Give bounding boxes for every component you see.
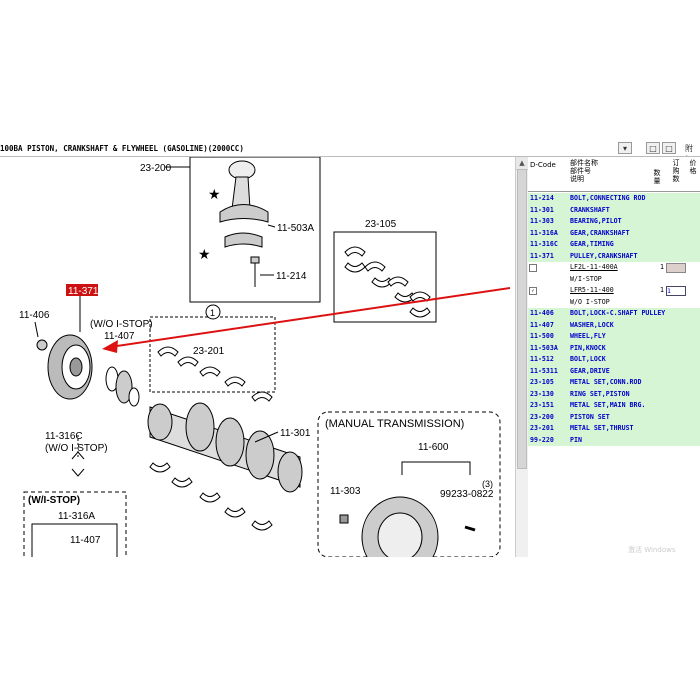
diagram-scrollbar[interactable]: ▲: [515, 157, 528, 557]
sub-row-part[interactable]: ✓ LFR5-11-400 1 1: [528, 285, 700, 297]
label-11-214: 11-214: [276, 271, 307, 282]
highlight-11-371: [66, 284, 98, 296]
header-name[interactable]: 部件名称 部件号 说明: [570, 159, 598, 183]
restore-button[interactable]: □: [646, 142, 660, 154]
label-23-200: 23-200: [140, 163, 172, 174]
double-arrow: [71, 451, 85, 477]
part-number: LF2L-11-400A: [570, 263, 618, 271]
exploded-view-svg: ★ ★ 23-200 11-503A 11-214 23-105 11-371 …: [19, 156, 511, 578]
callout-1-text: 1: [210, 308, 215, 318]
label-11-301: 11-301: [280, 428, 311, 439]
scroll-thumb[interactable]: [517, 169, 527, 469]
label-11-316a: 11-316A: [58, 511, 95, 522]
sub-row-desc: W/O I-STOP: [528, 296, 700, 308]
knock-pin: [464, 525, 476, 532]
label-wi-stop-paren: (W/O I-STOP): [45, 443, 108, 454]
label-11-316c: 11-316C: [45, 431, 83, 442]
parts-diagram[interactable]: ★ ★ 23-200 11-503A 11-214 23-105 11-371 …: [0, 156, 515, 578]
label-11-503a: 11-503A: [277, 223, 314, 234]
part-qty: 1: [660, 286, 664, 294]
header-order-qty[interactable]: 订购数: [672, 159, 680, 183]
order-qty-input[interactable]: 1: [666, 286, 686, 296]
sub-row-desc: W/I-STOP: [528, 273, 700, 285]
star-marker: ★: [198, 246, 211, 262]
window-controls: ▾ □ □: [618, 142, 700, 155]
dropdown-button[interactable]: ▾: [618, 142, 632, 154]
header-qty[interactable]: 数量: [653, 169, 661, 185]
part-checkbox[interactable]: ✓: [529, 287, 537, 295]
bearing-set-box: [333, 231, 437, 323]
connecting-rod-box: [189, 156, 321, 303]
label-99233: 99233-0822: [440, 489, 494, 500]
sub-row-part[interactable]: LF2L-11-400A 1: [528, 262, 700, 274]
callout-1: [205, 304, 221, 320]
label-23-105: 23-105: [365, 219, 397, 230]
part-qty: 1: [660, 263, 664, 271]
wi-stop-box: [23, 491, 127, 563]
highlight-arrow: [109, 287, 511, 348]
bearing-shells: [344, 246, 431, 318]
label-23-201: 23-201: [193, 346, 225, 357]
washers: [105, 366, 140, 407]
label-wo-istop: (W/O I-STOP): [90, 319, 153, 330]
maximize-button[interactable]: □: [662, 142, 676, 154]
crankshaft-pulley: [36, 334, 93, 400]
main-bearings: [157, 346, 273, 402]
arrow-head: [102, 340, 118, 353]
part-checkbox[interactable]: [529, 264, 537, 272]
label-11-600: 11-600: [418, 442, 449, 453]
lower-bearings: [149, 462, 273, 531]
part-number: LFR5-11-400: [570, 286, 614, 294]
label-11-406: 11-406: [19, 310, 50, 321]
pilot-bearing: [339, 514, 349, 524]
label-note-3: (3): [482, 479, 493, 489]
order-qty-input[interactable]: [666, 263, 686, 273]
parts-list-header: D-Code 部件名称 部件号 说明 数量 订购数 价格: [528, 157, 700, 192]
header-price[interactable]: 价格: [689, 159, 697, 175]
title-divider: [0, 156, 700, 157]
label-wi-stop: (W/I-STOP): [28, 495, 80, 506]
crankshaft: [147, 402, 303, 493]
label-11-371: 11-371: [68, 286, 99, 297]
label-manual-transmission: (MANUAL TRANSMISSION): [325, 418, 464, 430]
star-marker: ★: [208, 186, 221, 202]
connecting-rod-drawing: [219, 160, 269, 287]
diagram-title: 100BA PISTON, CRANKSHAFT & FLYWHEEL (GAS…: [0, 144, 244, 153]
label-11-303: 11-303: [330, 486, 361, 497]
header-dcode[interactable]: D-Code: [530, 161, 556, 169]
activation-watermark: 激活 Windows: [628, 546, 676, 554]
label-11-407b: 11-407: [70, 535, 101, 546]
flywheel: [361, 496, 439, 578]
label-11-407: 11-407: [104, 331, 135, 342]
